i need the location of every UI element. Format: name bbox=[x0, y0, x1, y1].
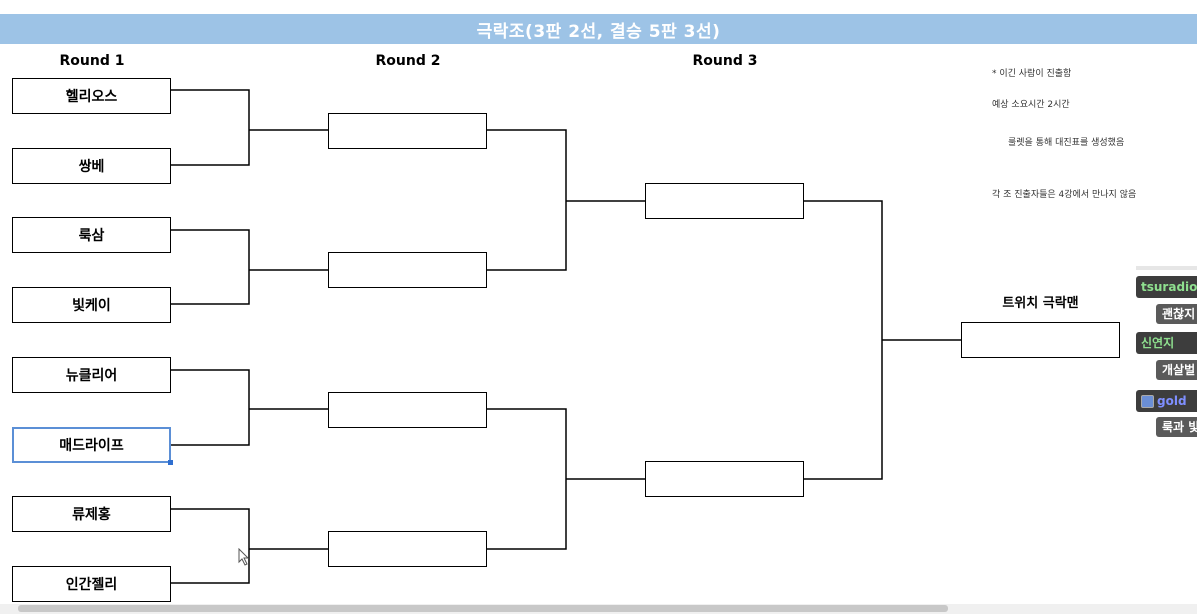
chat-message: 개살벌 bbox=[1156, 360, 1197, 380]
round-3-label: Round 3 bbox=[692, 53, 758, 69]
chat-badge-icon bbox=[1141, 395, 1154, 408]
chat-overlay-edge bbox=[1136, 266, 1197, 270]
round3-slot-1[interactable] bbox=[645, 183, 804, 219]
round1-slot-7[interactable]: 류제홍 bbox=[12, 496, 171, 532]
round1-slot-6[interactable]: 매드라이프 bbox=[12, 427, 171, 463]
round1-slot-5[interactable]: 뉴클리어 bbox=[12, 357, 171, 393]
note-winner-advances: * 이긴 사람이 진출함 bbox=[992, 69, 1072, 79]
final-slot[interactable] bbox=[961, 322, 1120, 358]
round1-slot-2[interactable]: 쌍베 bbox=[12, 148, 171, 184]
chat-username: gold bbox=[1136, 390, 1197, 412]
round3-slot-2[interactable] bbox=[645, 461, 804, 497]
round1-slot-3[interactable]: 룩삼 bbox=[12, 217, 171, 253]
round2-slot-3[interactable] bbox=[328, 392, 487, 428]
note-no-semifinal-meet: 각 조 진출자들은 4강에서 만나지 않음 bbox=[992, 190, 1137, 200]
chat-username: 신연지 bbox=[1136, 332, 1197, 354]
round-2-label: Round 2 bbox=[375, 53, 441, 69]
chat-message: 괜찮지 bbox=[1156, 304, 1197, 324]
chat-username-text: gold bbox=[1157, 394, 1187, 408]
chat-message: 룩과 빛 bbox=[1156, 417, 1197, 437]
round1-slot-8[interactable]: 인간젤리 bbox=[12, 566, 171, 602]
selection-resize-handle[interactable] bbox=[168, 460, 173, 465]
chat-username: tsuradio bbox=[1136, 276, 1197, 298]
round1-slot-4[interactable]: 빛케이 bbox=[12, 287, 171, 323]
round2-slot-4[interactable] bbox=[328, 531, 487, 567]
final-label: 트위치 극락맨 bbox=[1002, 296, 1079, 311]
chat-overlay: tsuradio 괜찮지 신연지 개살벌 gold 룩과 빛 bbox=[1130, 266, 1197, 446]
round-1-label: Round 1 bbox=[59, 53, 125, 69]
note-roulette: 룰렛을 통해 대진표를 생성했음 bbox=[1008, 138, 1125, 148]
round1-slot-1[interactable]: 헬리오스 bbox=[12, 78, 171, 114]
note-estimated-time: 예상 소요시간 2시간 bbox=[992, 100, 1070, 110]
bracket-title: 극락조(3판 2선, 결승 5판 3선) bbox=[0, 14, 1197, 44]
round2-slot-2[interactable] bbox=[328, 252, 487, 288]
round2-slot-1[interactable] bbox=[328, 113, 487, 149]
horizontal-scrollbar-thumb[interactable] bbox=[18, 605, 948, 612]
mouse-cursor-icon bbox=[238, 548, 250, 566]
